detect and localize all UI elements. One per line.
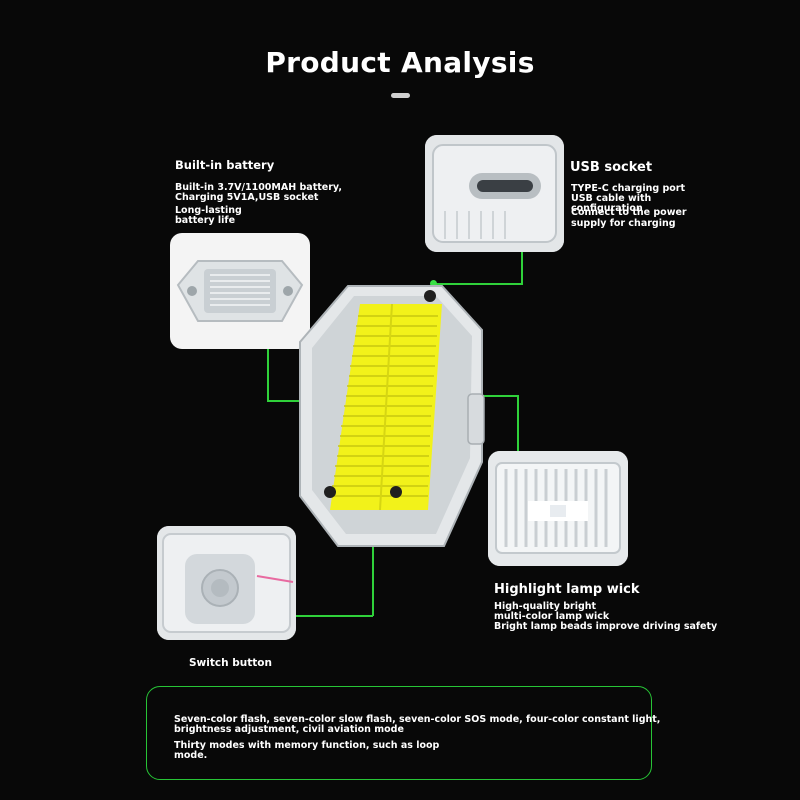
usb-spec-line: TYPE-C charging port — [571, 183, 686, 194]
battery-heading: Built-in battery — [175, 158, 275, 172]
battery-spec-line: battery life — [175, 215, 236, 226]
usb-connector — [434, 283, 523, 285]
features-box: Seven-color flash, seven-color slow flas… — [146, 686, 660, 780]
lamp-heading: Highlight lamp wick — [494, 582, 640, 597]
features-line: brightness adjustment, civil aviation mo… — [174, 724, 404, 735]
lamp-connector — [517, 395, 519, 451]
features-line: mode. — [174, 750, 208, 761]
battery-photo — [170, 233, 310, 349]
switch-connector — [296, 615, 373, 617]
battery-connector — [267, 400, 320, 402]
page-title: Product Analysis — [265, 46, 535, 79]
light-product-image — [299, 285, 485, 547]
battery-spec-line: Built-in 3.7V/1100MAH battery, — [175, 182, 342, 193]
battery-spec-line: Long-lasting — [175, 205, 242, 216]
usb-spec-line: Connect to the power — [571, 207, 687, 218]
usb-spec-line: supply for charging — [571, 218, 676, 229]
lamp-spec-line: multi-color lamp wick — [494, 611, 610, 622]
usb-spec-line: USB cable with — [571, 193, 652, 204]
features-line: Thirty modes with memory function, such … — [174, 740, 440, 751]
battery-spec-line: Charging 5V1A,USB socket — [175, 192, 319, 203]
battery-connector — [267, 348, 269, 401]
switch-button-photo — [157, 526, 296, 640]
title-underline — [391, 93, 410, 98]
usb-connector — [521, 252, 523, 284]
usb-socket-photo — [425, 135, 564, 252]
usb-spec-line: configuration — [571, 203, 643, 214]
usb-connector-dot — [430, 280, 437, 287]
lamp-spec-line: High-quality bright — [494, 601, 597, 612]
usb-heading: USB socket — [570, 160, 653, 175]
lamp-spec-line: Bright lamp beads improve driving safety — [494, 621, 718, 632]
features-line: Seven-color flash, seven-color slow flas… — [174, 714, 661, 725]
switch-connector — [372, 540, 374, 616]
lamp-wick-photo — [488, 451, 628, 566]
switch-heading: Switch button — [189, 657, 272, 669]
